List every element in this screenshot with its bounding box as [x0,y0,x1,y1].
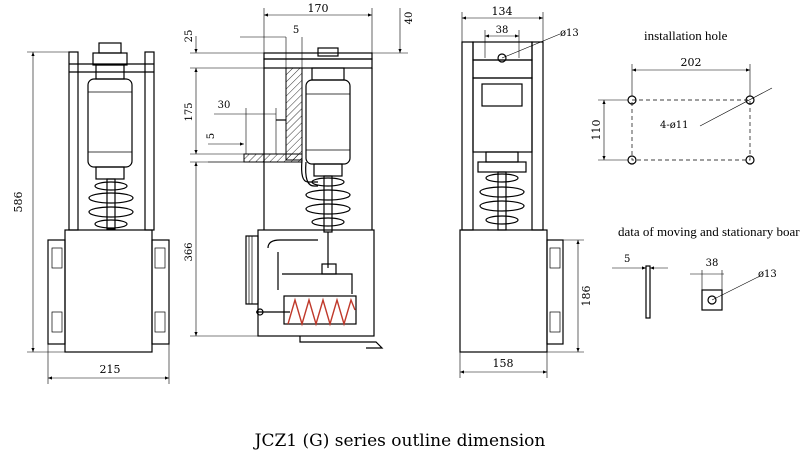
section-dim-30: 30 [218,100,231,111]
installation-hole-title: installation hole [644,28,728,43]
section-dim-366: 366 [184,242,195,261]
side-hole-dim: ø13 [560,28,579,39]
side-dim-38: 38 [496,25,509,36]
install-holes-dim: 4-ø11 [660,120,689,131]
install-spacing-h: 110 [590,120,603,141]
side-width-dim: 134 [492,5,513,18]
board-thickness-dim: 5 [624,254,630,265]
board-data-view: data of moving and stationary board 5 38… [612,224,800,319]
section-view: 170 5 40 25 175 366 30 5 [184,2,415,349]
side-base-width-dim: 158 [493,357,514,370]
side-view: 134 38 ø13 186 158 [459,5,593,378]
section-dim-40: 40 [404,12,415,25]
front-view: 586 215 [12,42,170,384]
board-data-title: data of moving and stationary board [618,224,800,239]
side-base-height-dim: 186 [580,286,593,307]
left-width-dim: 215 [100,363,121,376]
section-dim-175: 175 [184,102,195,121]
install-spacing-w: 202 [681,56,702,69]
section-width-dim: 170 [308,2,329,15]
drawing-caption: JCZ1 (G) series outline dimension [253,431,546,451]
board-hole-dim: ø13 [758,269,777,280]
left-height-dim: 586 [12,192,25,213]
section-dim-5-top: 5 [293,25,299,36]
section-dim-25: 25 [184,30,195,43]
section-dim-5-mid: 5 [206,133,217,139]
installation-hole-view: installation hole 202 110 4-ø11 [590,28,773,165]
board-dim-38: 38 [706,258,719,269]
